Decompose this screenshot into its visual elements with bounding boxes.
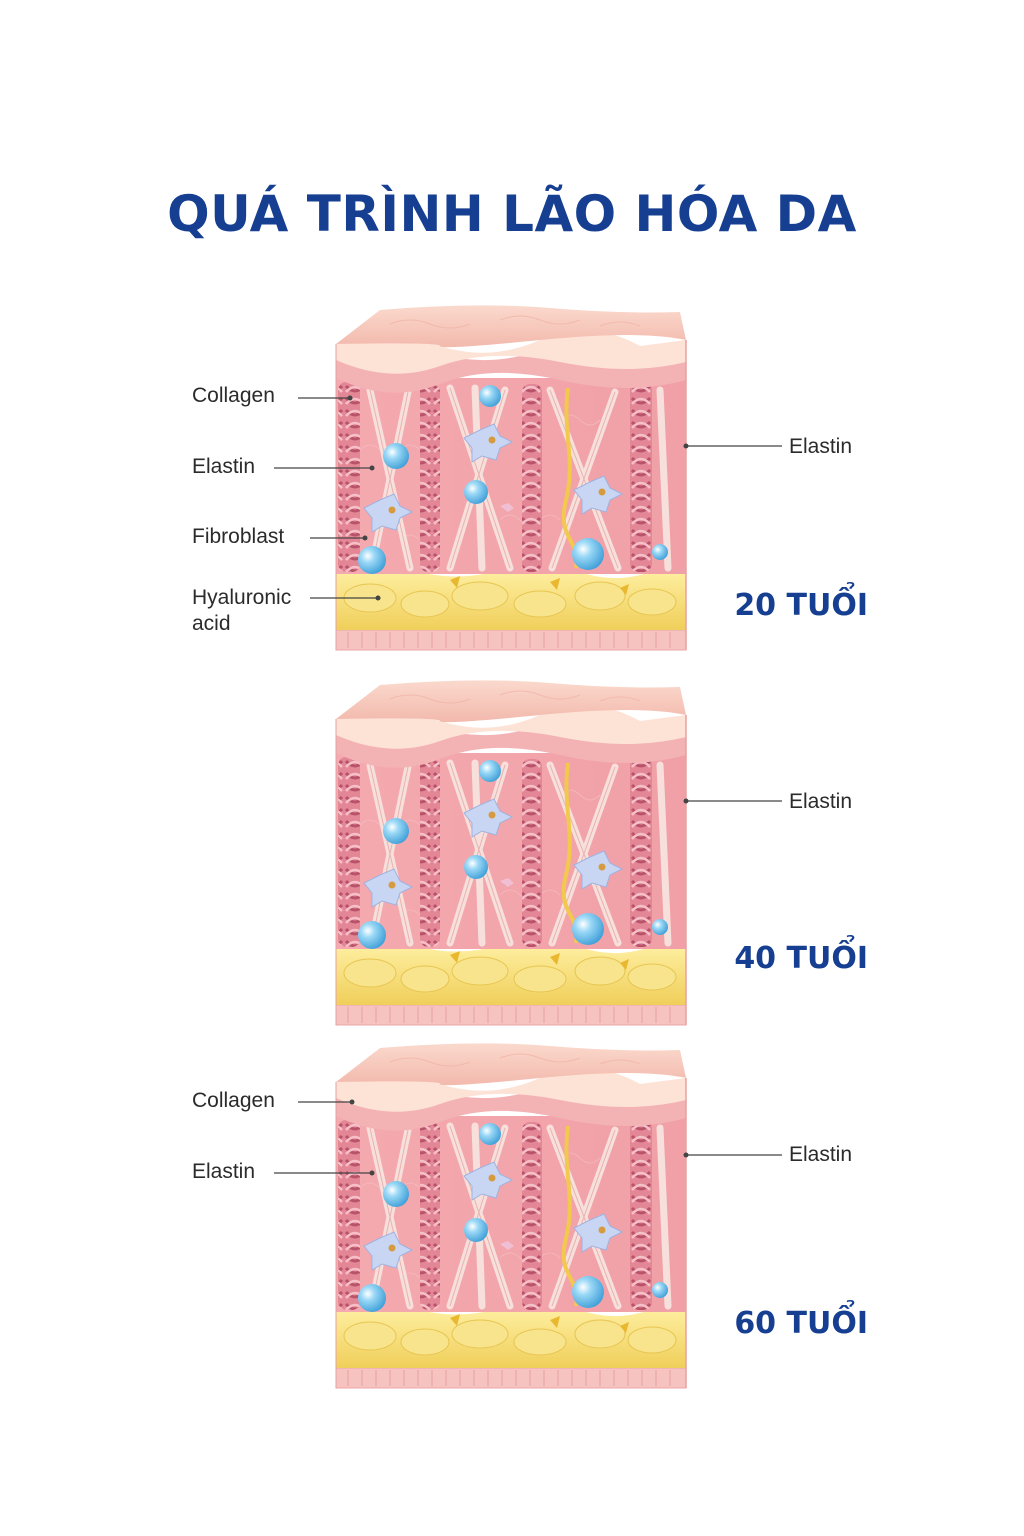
skin-panel-40 [0, 675, 1024, 1045]
label-elastin-right: Elastin [789, 435, 853, 458]
label-elastin-right: Elastin [789, 1143, 853, 1166]
page-title: QUÁ TRÌNH LÃO HÓA DA [167, 185, 857, 243]
skin-panel-60 [0, 1038, 1024, 1408]
skin-cross-section-20 [335, 305, 687, 651]
age-label-20: 20 TUỔI [734, 588, 868, 623]
skin-panel-20 [0, 300, 1024, 670]
label-collagen: Collagen [192, 1089, 275, 1112]
label-collagen: Collagen [192, 384, 275, 407]
label-hyaluronic-acid: Hyaluronic acid [192, 586, 292, 635]
skin-cross-section-60 [335, 1043, 687, 1389]
skin-cross-section-40 [335, 680, 687, 1026]
age-label-60: 60 TUỔI [734, 1306, 868, 1341]
label-fibroblast: Fibroblast [192, 525, 285, 548]
age-label-40: 40 TUỔI [734, 941, 868, 976]
label-elastin: Elastin [192, 1160, 256, 1183]
label-elastin: Elastin [192, 455, 256, 478]
label-elastin-right: Elastin [789, 790, 853, 813]
